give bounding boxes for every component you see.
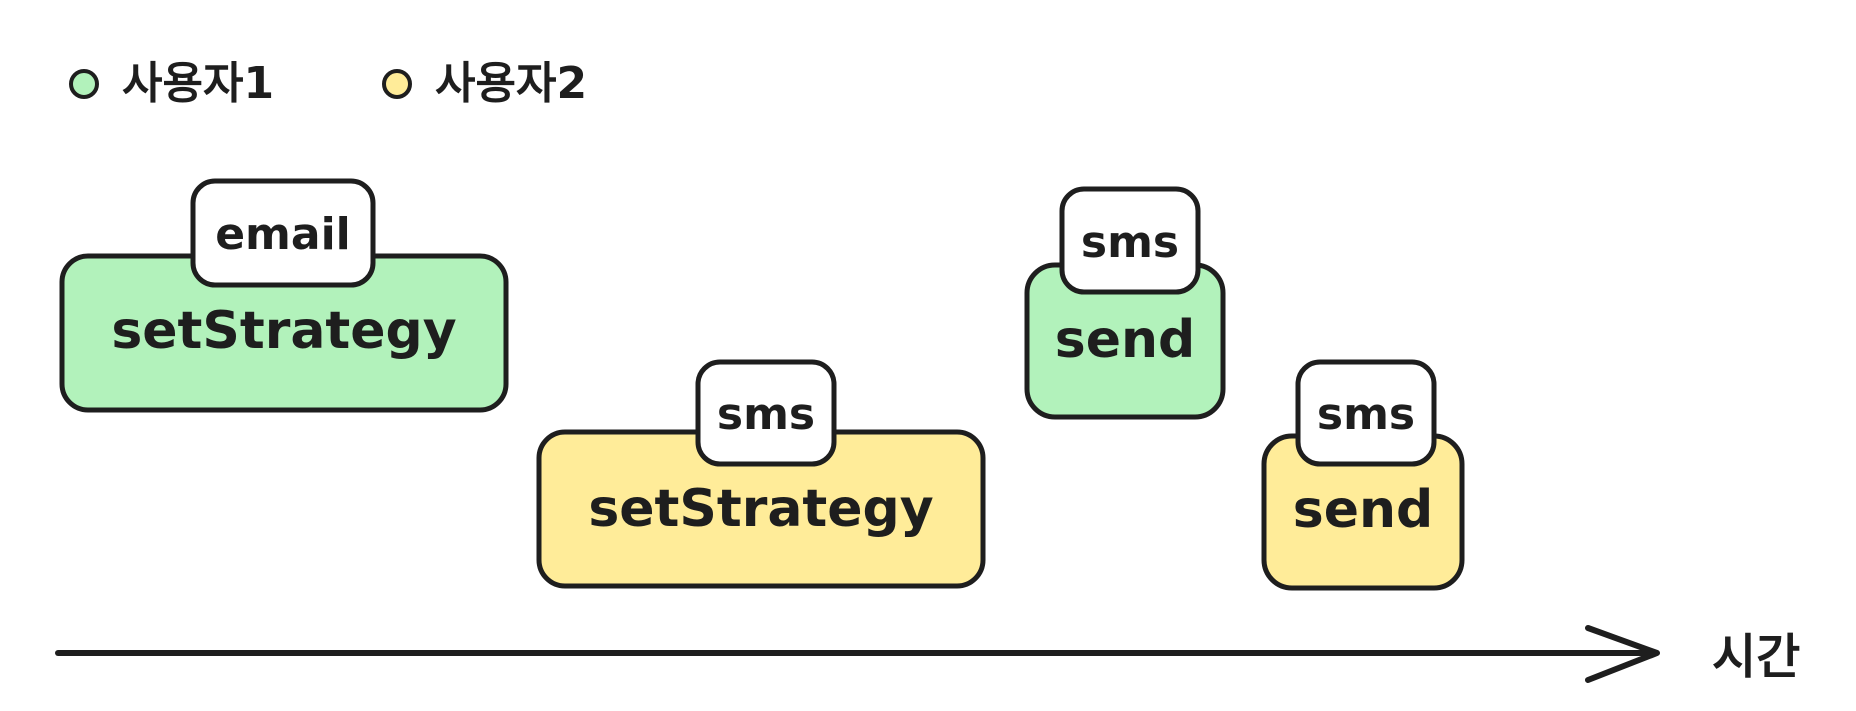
time-axis: 시간: [55, 625, 1800, 685]
strategy-tag: [1295, 359, 1437, 467]
legend-swatch-user2: [382, 69, 412, 99]
legend: 사용자1 사용자2: [69, 58, 587, 109]
legend-label-user1: 사용자1: [122, 58, 274, 109]
strategy-tag-label: email: [215, 209, 351, 260]
strategy-tag: [695, 359, 837, 467]
legend-swatch-user1: [69, 69, 99, 99]
event-user1-send: send sms: [1024, 186, 1226, 420]
time-axis-label: 시간: [1712, 629, 1800, 685]
strategy-tag-label: sms: [1317, 389, 1415, 440]
legend-item-user1: 사용자1: [69, 58, 274, 109]
strategy-tag: [1059, 186, 1201, 295]
event-user2-setstrategy: setStrategy sms: [536, 359, 986, 589]
strategy-tag-label: sms: [717, 389, 815, 440]
strategy-tag: [190, 178, 376, 288]
method-label: send: [1055, 310, 1195, 370]
arrow-head-icon: [1585, 625, 1660, 683]
method-label: setStrategy: [588, 479, 933, 539]
strategy-tag-label: sms: [1081, 217, 1179, 268]
legend-label-user2: 사용자2: [435, 58, 587, 109]
method-label: send: [1293, 480, 1433, 540]
event-user1-setstrategy: setStrategy email: [59, 178, 509, 413]
method-label: setStrategy: [111, 301, 456, 361]
event-user2-send: send sms: [1261, 359, 1465, 591]
legend-item-user2: 사용자2: [382, 58, 587, 109]
